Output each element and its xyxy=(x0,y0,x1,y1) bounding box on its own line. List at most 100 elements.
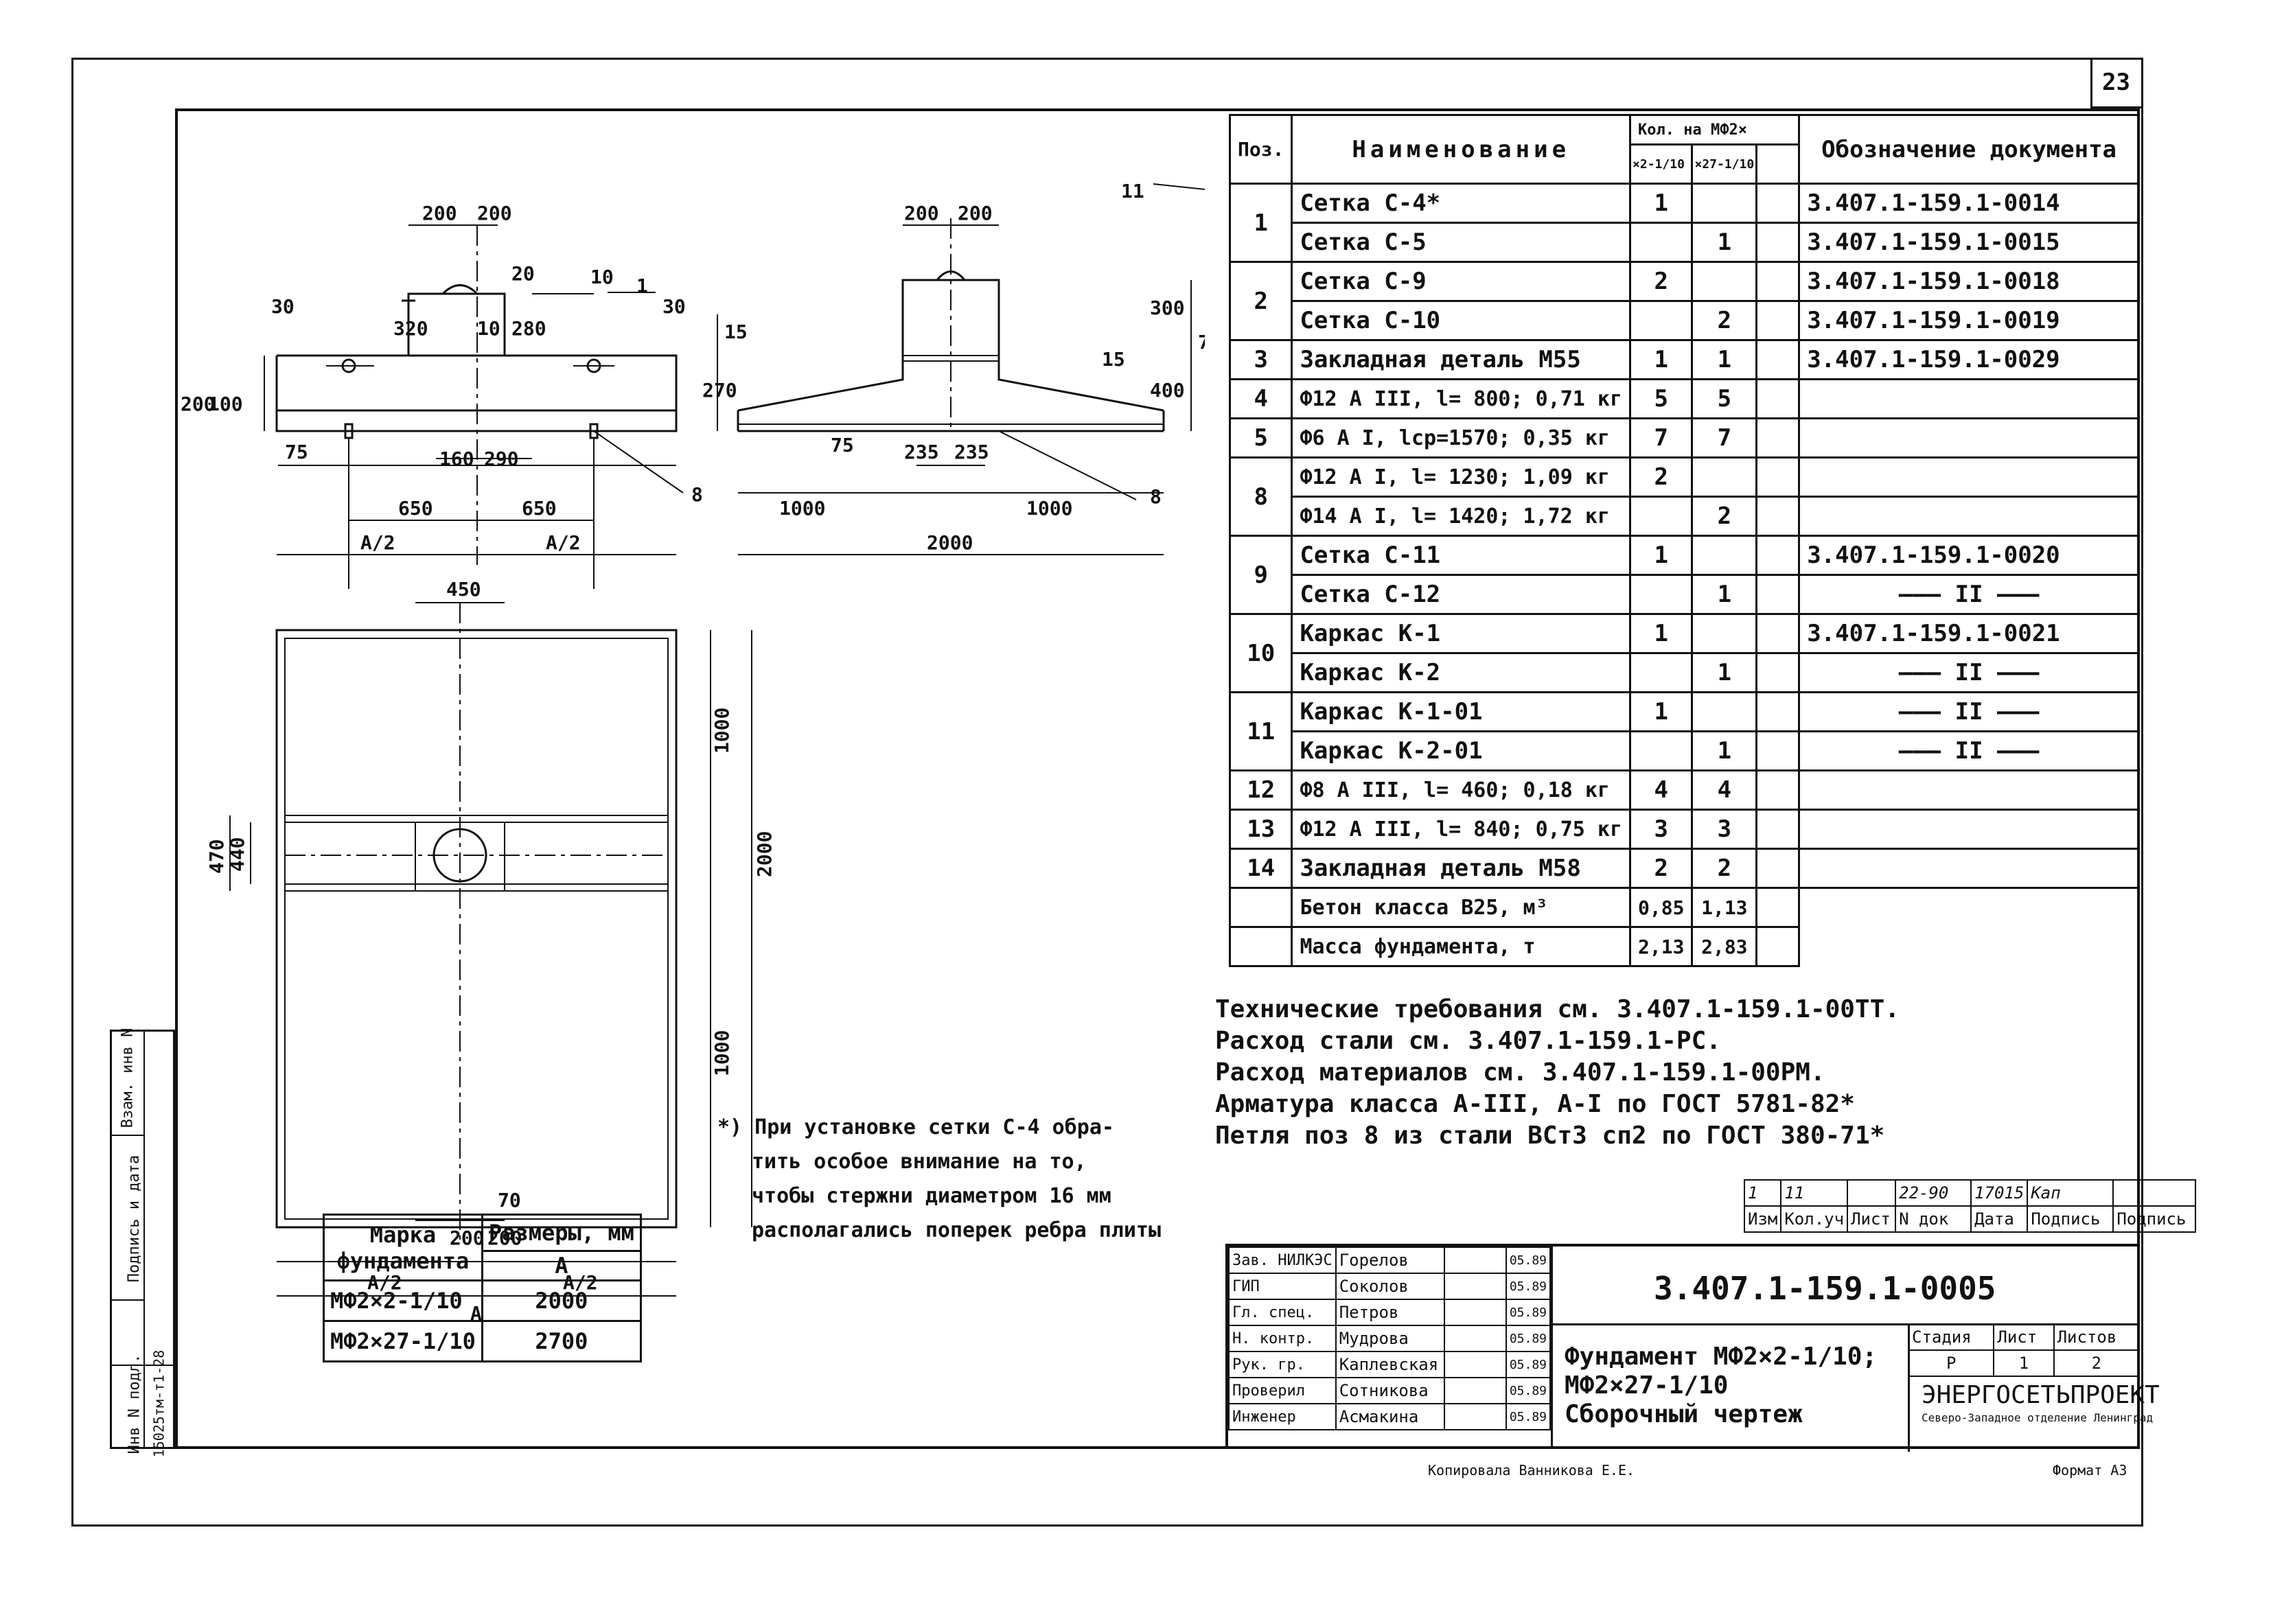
plan-dim-right-2000: 2000 xyxy=(753,831,776,877)
side-dim-bot-1000b: 1000 xyxy=(1026,497,1072,520)
plan-dim-right-1000b: 1000 xyxy=(711,1030,733,1076)
revision-table: 1 11 22-90 17015 Кап Изм Кол.уч Лист N д… xyxy=(1743,1179,2197,1233)
side-dim-left-15: 15 xyxy=(724,321,748,343)
mark-header-1: Марка фундамента xyxy=(323,1214,483,1281)
spec-header-qty: Кол. на МФ2× xyxy=(1629,114,1801,146)
front-dim-top-2: 200 xyxy=(477,202,512,224)
side-dim-top-1: 200 xyxy=(904,202,939,224)
side-stamp-inv-value: 15025тм-т1-28 xyxy=(150,1349,168,1458)
front-dim-side-10b: 10 xyxy=(590,266,614,288)
page-number-box: 23 xyxy=(2090,58,2143,108)
side-dim-right-15: 15 xyxy=(1102,348,1125,371)
plan-dim-left-440: 440 xyxy=(226,837,249,872)
spec-header-pos: Поз. xyxy=(1228,114,1293,185)
drawing-area: 200 200 30 320 20 280 10 1 30 10 200 100… xyxy=(181,180,1205,1325)
spec-header-name: Наименование xyxy=(1291,114,1632,185)
front-dim-side-320: 320 xyxy=(393,317,428,340)
note-line: Технические требования см. 3.407.1-159.1… xyxy=(1215,995,1900,1023)
note-line: Расход материалов см. 3.407.1-159.1-00РМ… xyxy=(1215,1058,1825,1087)
spec-header-doc: Обозначение документа xyxy=(1798,114,2140,185)
front-dim-left-200: 200 xyxy=(181,393,216,415)
front-dim-side-30: 30 xyxy=(271,295,295,318)
plan-dim-right-1000a: 1000 xyxy=(711,708,733,754)
note-line: Петля поз 8 из стали ВСт3 сп2 по ГОСТ 38… xyxy=(1215,1122,1885,1150)
plan-dim-top: 450 xyxy=(446,578,481,601)
mark-header-2: Размеры, мм xyxy=(481,1214,642,1252)
side-dim-right-300: 300 xyxy=(1150,297,1185,319)
page-number: 23 xyxy=(2102,69,2130,96)
plan-dim-left-470: 470 xyxy=(205,839,228,874)
side-stamp: Взам. инв N Подпись и дата Инв N подл. 1… xyxy=(110,1028,177,1457)
format-label: Формат А3 xyxy=(2053,1462,2127,1478)
doc-number: 3.407.1-159.1-0005 xyxy=(1654,1270,1996,1307)
side-dim-bot-235a: 235 xyxy=(904,441,939,463)
plan-dim-bot-70: 70 xyxy=(498,1189,521,1211)
front-dim-side-1: 1 xyxy=(636,275,648,297)
side-stamp-label-sign: Подпись и дата xyxy=(126,1155,143,1283)
title-text: Фундамент МФ2×2-1/10; МФ2×27-1/10 Сбороч… xyxy=(1565,1343,1878,1428)
mark-header-3: А xyxy=(481,1250,642,1281)
front-dim-bot-290: 290 xyxy=(484,448,519,470)
front-dim-left-100: 100 xyxy=(208,393,243,415)
copied-by: Копировала Ванникова Е.Е. xyxy=(1428,1462,1635,1478)
outer-frame xyxy=(71,58,2143,1527)
note-line: Расход стали см. 3.407.1-159.1-РС. xyxy=(1215,1027,1721,1055)
side-dim-right-400: 400 xyxy=(1150,379,1185,402)
org-name: ЭНЕРГОСЕТЬПРОЕКТ xyxy=(1922,1381,2160,1409)
front-dim-bot-650b: 650 xyxy=(522,497,557,520)
front-dim-side-20: 20 xyxy=(511,262,535,285)
org-sub: Северо-Западное отделение Ленинград xyxy=(1922,1411,2154,1424)
front-dim-side-280: 280 xyxy=(511,317,546,340)
footnote: *) При установке сетки С-4 обра- тить ос… xyxy=(717,1115,1162,1242)
side-dim-left-270: 270 xyxy=(702,379,737,402)
side-callout: 11 xyxy=(1121,180,1144,202)
mark-table: Марка фундамента Размеры, мм А МФ2×2-1/1… xyxy=(323,1214,642,1362)
side-dim-bot-235b: 235 xyxy=(954,441,989,463)
front-view xyxy=(264,224,684,589)
side-dim-bot-1000a: 1000 xyxy=(779,497,825,520)
side-dim-top-2: 200 xyxy=(958,202,993,224)
spec-table: Поз. Наименование Кол. на МФ2× Обозначен… xyxy=(1228,114,2140,967)
side-dim-left-75: 75 xyxy=(831,434,854,456)
front-pos-label: 8 xyxy=(691,483,703,506)
front-dim-bot-160: 160 xyxy=(439,448,474,470)
front-dim-top-1: 200 xyxy=(422,202,457,224)
notes: Технические требования см. 3.407.1-159.1… xyxy=(1215,994,1900,1152)
side-dim-right-700: 700 xyxy=(1198,331,1205,353)
front-dim-bot-650a: 650 xyxy=(398,497,433,520)
side-dim-bot-2000: 2000 xyxy=(927,531,973,554)
note-line: Арматура класса А-III, А-I по ГОСТ 5781-… xyxy=(1215,1090,1855,1118)
side-stamp-label-podl: Инв N подл. xyxy=(126,1354,143,1454)
front-dim-side-30b: 30 xyxy=(662,295,686,318)
front-dim-side-10: 10 xyxy=(477,317,500,340)
front-dim-left-75: 75 xyxy=(285,441,308,463)
